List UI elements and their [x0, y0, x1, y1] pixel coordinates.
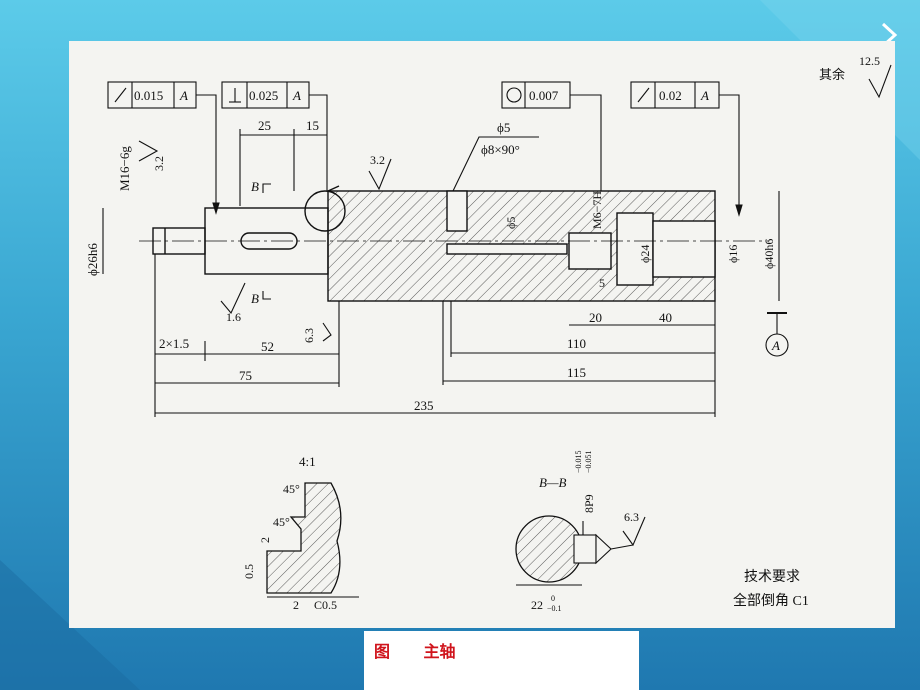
- svg-text:A: A: [700, 88, 709, 103]
- engineering-drawing: 其余 12.5 0.015 A 0.025 A 0.007: [69, 41, 895, 628]
- phi40-label: ϕ40h6: [762, 239, 776, 269]
- phi8-countersink-label: ϕ8×90°: [481, 142, 520, 157]
- dim-2x1-5: 2×1.5: [159, 336, 189, 351]
- roughness-6-3-left: 6.3: [302, 328, 316, 343]
- roughness-1-6: 1.6: [226, 310, 241, 324]
- svg-text:0.015: 0.015: [134, 88, 163, 103]
- runout-symbol-icon: [637, 87, 650, 103]
- phi5-label: ϕ5: [497, 120, 510, 135]
- svg-text:0.5: 0.5: [242, 564, 256, 579]
- section-mark-b-bottom: B: [251, 291, 259, 306]
- svg-text:2: 2: [293, 598, 299, 612]
- svg-text:B—B: B—B: [539, 475, 567, 490]
- phi16-label: ϕ16: [726, 245, 740, 263]
- phi26-label: ϕ26h6: [85, 243, 100, 276]
- general-roughness-label: 其余: [819, 67, 845, 82]
- tolerance-frame-circularity: 0.007: [501, 81, 602, 191]
- svg-text:0: 0: [551, 594, 555, 603]
- thread-m16-label: M16−6g: [117, 146, 132, 191]
- svg-text:A: A: [292, 88, 301, 103]
- caption-title: 主轴: [423, 642, 456, 661]
- dim-235: 235: [414, 398, 434, 413]
- dim-20: 20: [589, 310, 602, 325]
- svg-text:22: 22: [531, 598, 543, 612]
- dim-110: 110: [567, 336, 586, 351]
- svg-text:A: A: [771, 338, 780, 353]
- roughness-3-2-top: 3.2: [370, 153, 385, 167]
- svg-text:0.02: 0.02: [659, 88, 682, 103]
- detail-view: 4:1 45° 45° 2 0.5 2 C0.5: [242, 454, 359, 612]
- requirements-title: 技术要求: [744, 569, 800, 585]
- slide-decor-shape: [0, 0, 920, 160]
- dim-115: 115: [567, 365, 586, 380]
- svg-text:2: 2: [258, 537, 272, 543]
- svg-text:8P9: 8P9: [582, 494, 596, 513]
- svg-text:−0.1: −0.1: [547, 604, 562, 613]
- phi24-label: ϕ24: [638, 245, 652, 263]
- svg-text:A: A: [179, 88, 188, 103]
- caption-box: [364, 631, 639, 690]
- shaft-outline: [152, 185, 716, 302]
- dim-15: 15: [306, 118, 319, 133]
- general-roughness-symbol: [868, 64, 892, 99]
- circularity-symbol-icon: [506, 87, 522, 103]
- dim-5: 5: [599, 276, 605, 290]
- runout-symbol-icon: [114, 87, 127, 103]
- detail-scale: 4:1: [299, 454, 316, 469]
- detail-callout-circle: [304, 190, 346, 232]
- datum-symbol-icon: A: [765, 312, 789, 357]
- svg-text:−0.051: −0.051: [584, 450, 593, 473]
- requirements-item: 全部倒角 C1: [733, 592, 809, 609]
- roughness-3-2-left: 3.2: [152, 156, 166, 171]
- surface-roughness-symbol-icon: [220, 282, 246, 315]
- svg-text:C0.5: C0.5: [314, 598, 337, 612]
- tolerance-frame-perpendicularity: 0.025 A: [221, 81, 328, 191]
- general-roughness-value: 12.5: [859, 54, 880, 68]
- svg-text:0.007: 0.007: [529, 88, 559, 103]
- svg-text:−0.015: −0.015: [574, 450, 583, 473]
- svg-text:0.025: 0.025: [249, 88, 278, 103]
- section-bb-view: B—B 8P9 −0.015 −0.051 6.3 22 0 −0.1: [515, 450, 646, 613]
- caption-label: 图: [374, 642, 391, 661]
- figure-caption: 图 主轴: [374, 638, 455, 662]
- svg-text:45°: 45°: [273, 515, 290, 529]
- svg-text:45°: 45°: [283, 482, 300, 496]
- section-mark-b-top: B: [251, 179, 259, 194]
- thread-m6-label: M6−7H: [590, 191, 604, 229]
- phi5-inner-label: ϕ5: [504, 217, 518, 229]
- dim-25: 25: [258, 118, 271, 133]
- dim-52: 52: [261, 339, 274, 354]
- dim-40: 40: [659, 310, 672, 325]
- dim-75: 75: [239, 368, 252, 383]
- tolerance-frame-runout-2: 0.02 A: [630, 81, 743, 217]
- surface-roughness-symbol-icon: [368, 158, 392, 191]
- svg-text:6.3: 6.3: [624, 510, 639, 524]
